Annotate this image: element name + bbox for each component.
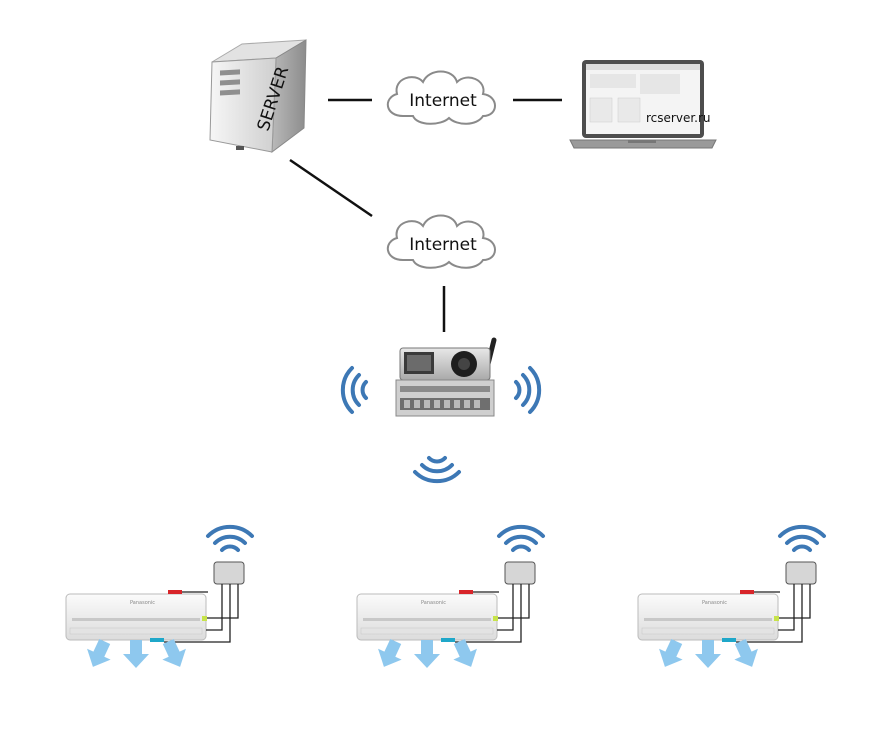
ac-unit-1-airflow-center-icon (123, 640, 149, 668)
ac-unit-3: Panasonic (637, 524, 826, 673)
ac-unit-3-brand: Panasonic (702, 600, 727, 606)
ac-unit-2: Panasonic (356, 524, 545, 673)
internet-cloud-middle: Internet (386, 214, 496, 269)
internet-cloud-top-label: Internet (409, 91, 477, 111)
ac-unit-2-airflow-left-icon (372, 636, 408, 673)
wifi-signal-down-icon (413, 456, 461, 484)
ac-unit-1-wifi-icon (206, 524, 254, 552)
ac-unit-1: Panasonic (65, 524, 254, 673)
line-server-to-cloud2 (289, 158, 373, 218)
ac-unit-3-airflow-left-icon (653, 636, 689, 673)
ac-unit-1-airflow-left-icon (81, 636, 117, 673)
connection-lines (289, 98, 562, 332)
ac-unit-3-airflow-center-icon (695, 640, 721, 668)
ac-unit-2-brand: Panasonic (421, 600, 446, 606)
ac-unit-1-brand: Panasonic (130, 600, 155, 606)
wireless-controller (395, 337, 497, 417)
ac-unit-3-wifi-icon (778, 524, 826, 552)
internet-cloud-top: Internet (386, 70, 496, 125)
ac-unit-2-airflow-center-icon (414, 640, 440, 668)
server-tower: SERVER (209, 39, 307, 154)
ac-unit-2-module (504, 561, 536, 585)
ac-unit-2-wifi-icon (497, 524, 545, 552)
ac-unit-1-module (213, 561, 245, 585)
ac-unit-3-module (785, 561, 817, 585)
wifi-signal-right-icon (514, 366, 542, 414)
laptop-url: rcserver.ru (646, 111, 711, 125)
wifi-signal-left-icon (340, 366, 368, 414)
internet-cloud-middle-label: Internet (409, 235, 477, 255)
laptop: rcserver.ru (569, 60, 717, 149)
